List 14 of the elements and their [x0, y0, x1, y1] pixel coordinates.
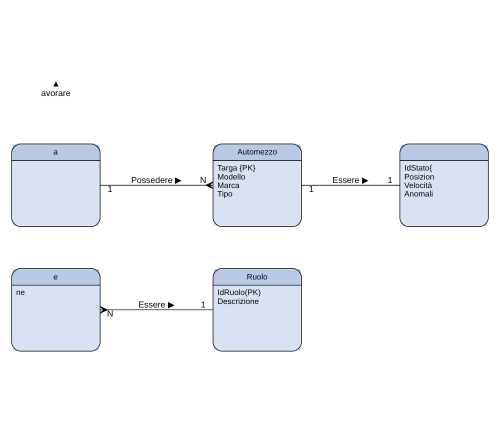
connector — [100, 306, 214, 314]
edge-label: Essere ▶ — [138, 299, 175, 310]
label: N — [200, 174, 206, 185]
label: N — [106, 308, 114, 319]
label: avorare — [41, 88, 71, 98]
label: 1 — [308, 184, 314, 194]
edge-label: Essere ▶ — [332, 174, 369, 185]
label: 1 — [200, 299, 206, 310]
label: ▲ — [52, 78, 60, 88]
label: 1 — [108, 184, 113, 194]
label: 1 — [388, 174, 392, 185]
connector — [100, 182, 214, 189]
edge-label: Possedere ▶ — [131, 174, 182, 185]
connector — [301, 184, 400, 186]
